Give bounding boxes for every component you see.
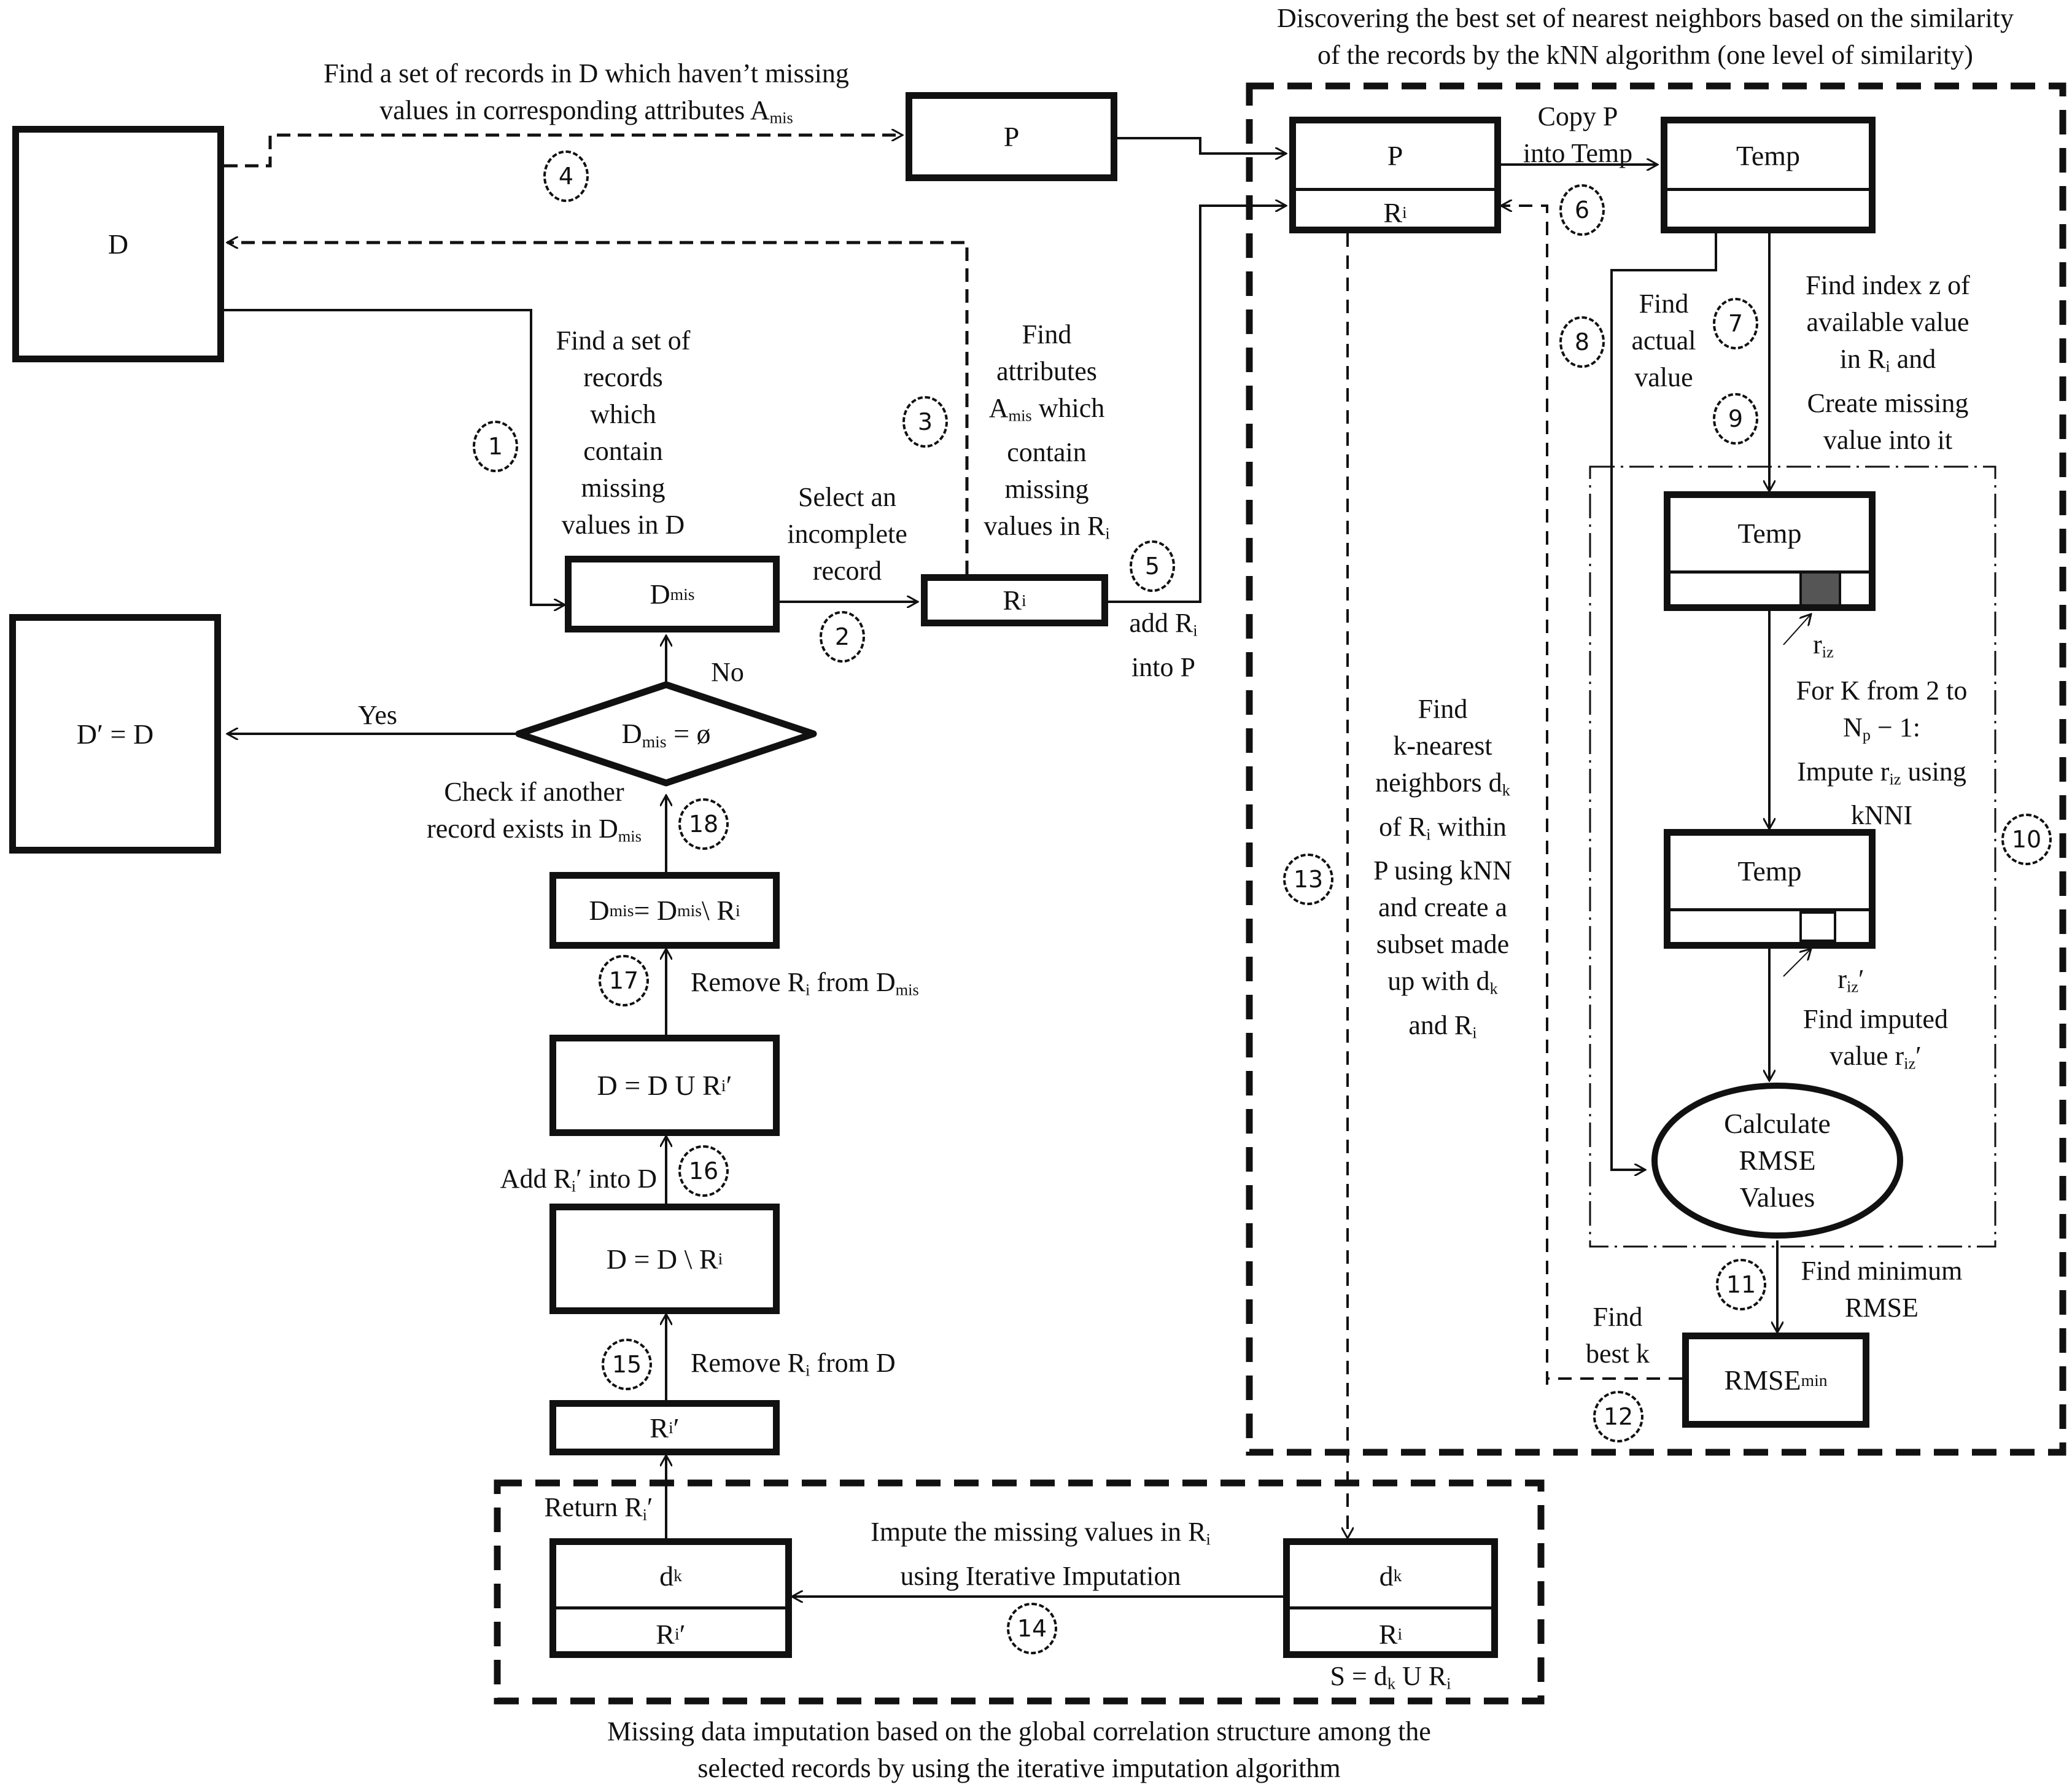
missing-value-cell bbox=[1799, 574, 1841, 604]
yes-label: Yes bbox=[357, 700, 398, 730]
step-marker-18: 18 bbox=[678, 798, 729, 850]
s-definition-label: S = dk U Ri bbox=[1330, 1661, 1451, 1693]
step-marker-13: 13 bbox=[1283, 854, 1333, 905]
step17-label: Remove Ri from Dmis bbox=[691, 967, 919, 999]
temp-box-missing: Temp bbox=[1664, 491, 1876, 611]
step-marker-8: 8 bbox=[1559, 316, 1605, 368]
imputed-value-cell bbox=[1799, 911, 1836, 942]
divider bbox=[1667, 188, 1869, 191]
iterative-region-title: Missing data imputation based on the glo… bbox=[607, 1716, 1431, 1783]
step4-label: Find a set of records in D which haven’t… bbox=[324, 58, 849, 127]
temp-box-imputed: Temp bbox=[1664, 829, 1876, 949]
step-marker-11: 11 bbox=[1716, 1259, 1766, 1310]
step5-label: add Ri into P bbox=[1129, 608, 1198, 682]
output-d-prime-box: D′ = D bbox=[9, 614, 221, 854]
connector-step6-dashed bbox=[1501, 206, 1548, 1385]
riz-pointer bbox=[1783, 614, 1811, 645]
knn-region-border bbox=[1246, 82, 2066, 1456]
temp-box-missing-label: Temp bbox=[1737, 518, 1802, 549]
temp-box-top-label: Temp bbox=[1736, 140, 1801, 171]
step-marker-12: 12 bbox=[1593, 1391, 1643, 1442]
divider bbox=[1670, 908, 1869, 911]
connector-ri-to-pblock bbox=[1108, 206, 1286, 603]
step-marker-2: 2 bbox=[820, 611, 865, 663]
loop-label: For K from 2 to Np − 1: Impute riz using… bbox=[1796, 675, 1968, 831]
temp-box-imputed-label: Temp bbox=[1737, 855, 1802, 887]
loop-region-border bbox=[1589, 465, 1996, 1248]
step-marker-7: 7 bbox=[1713, 298, 1758, 349]
no-label: No bbox=[711, 657, 744, 687]
return-label: Return Ri′ bbox=[544, 1492, 653, 1524]
step-marker-15: 15 bbox=[602, 1339, 652, 1390]
divider bbox=[1670, 570, 1869, 574]
step-marker-1: 1 bbox=[473, 421, 518, 472]
connector-d-to-dmis bbox=[224, 309, 565, 605]
connector-find-actual bbox=[1610, 233, 1717, 1170]
find-imputed-label: Find imputed value riz′ bbox=[1803, 1004, 1948, 1073]
decision-diamond bbox=[515, 681, 817, 787]
step18-label: Check if another record exists in Dmis bbox=[427, 777, 642, 846]
step-marker-6: 6 bbox=[1559, 184, 1605, 236]
divider bbox=[1290, 1606, 1491, 1609]
riz-prime-label: riz′ bbox=[1837, 964, 1864, 996]
knn-region-title: Discovering the best set of nearest neig… bbox=[1277, 3, 2014, 70]
decision-label: Dmis = ø bbox=[621, 718, 711, 751]
connector-ri-to-d bbox=[227, 243, 969, 574]
step15-label: Remove Ri from D bbox=[691, 1348, 896, 1380]
temp-box-top: Temp bbox=[1661, 117, 1876, 233]
riz-prime-pointer bbox=[1783, 949, 1811, 977]
step-marker-17: 17 bbox=[599, 955, 649, 1006]
step-marker-4: 4 bbox=[543, 150, 589, 202]
step-marker-5: 5 bbox=[1130, 540, 1175, 592]
riz-label: riz bbox=[1813, 629, 1834, 661]
step-marker-16: 16 bbox=[678, 1145, 729, 1197]
connector-d-to-p bbox=[224, 135, 902, 168]
complete-records-p-box: P bbox=[906, 92, 1117, 181]
step16-label: Add Ri′ into D bbox=[500, 1164, 657, 1196]
iterative-region-border bbox=[494, 1479, 1545, 1705]
p-ri-block-top: P bbox=[1387, 140, 1403, 171]
connector-p-to-pblock bbox=[1117, 137, 1286, 154]
step14-label: Impute the missing values in Ri using It… bbox=[871, 1517, 1211, 1591]
dataset-d-box: D bbox=[12, 126, 224, 362]
step-marker-10: 10 bbox=[2001, 814, 2052, 865]
divider bbox=[1296, 188, 1494, 191]
step-marker-14: 14 bbox=[1007, 1603, 1057, 1654]
step-marker-9: 9 bbox=[1713, 393, 1758, 445]
calculate-rmse-ellipse bbox=[1651, 1083, 1903, 1239]
divider bbox=[556, 1606, 785, 1609]
step-marker-3: 3 bbox=[902, 396, 948, 448]
